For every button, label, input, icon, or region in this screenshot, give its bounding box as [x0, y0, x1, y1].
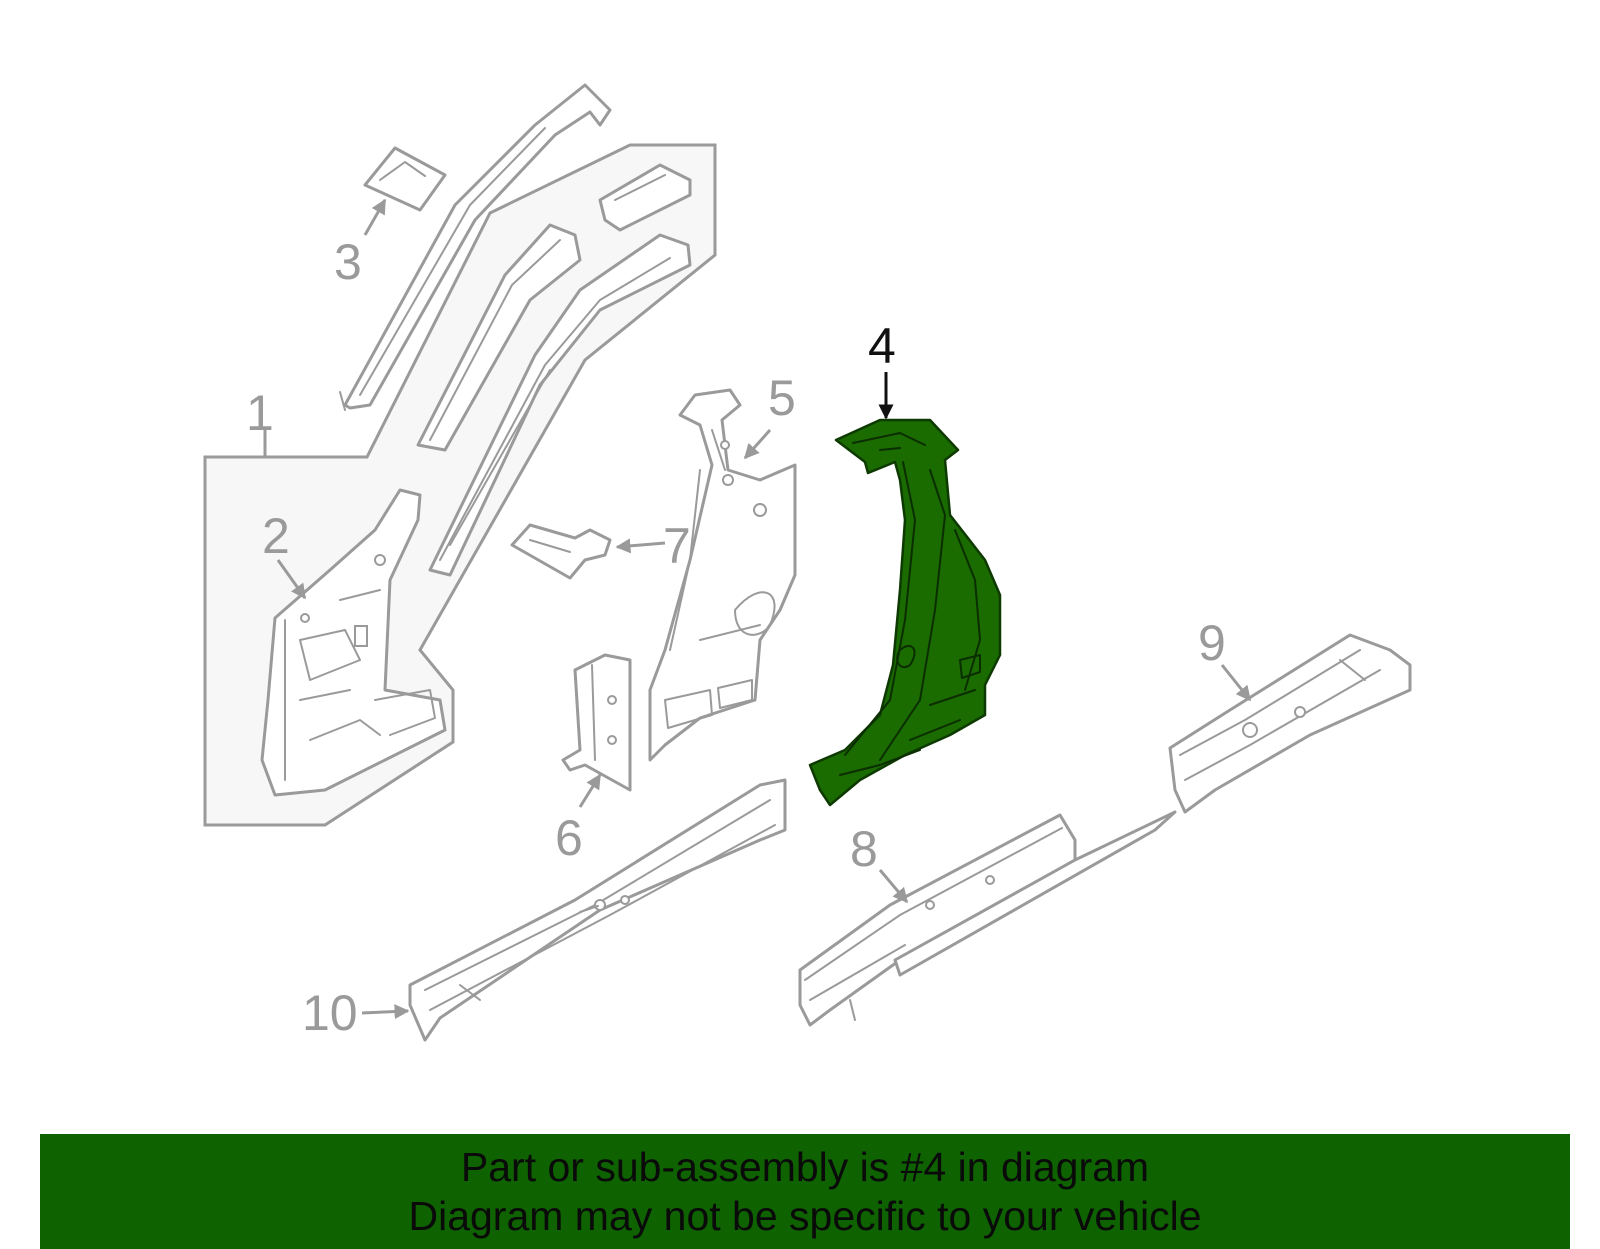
- part-9-side-member[interactable]: [1168, 633, 1412, 814]
- part-2-hinge-pillar-panel[interactable]: [260, 488, 447, 797]
- banner-line-disclaimer: Diagram may not be specific to your vehi…: [408, 1193, 1202, 1239]
- part-3-pillar-rail[interactable]: [339, 83, 612, 411]
- callout-8[interactable]: 8: [850, 821, 878, 877]
- callout-9[interactable]: 9: [1198, 615, 1226, 671]
- arrow-2: [276, 559, 307, 600]
- part-7-bracket[interactable]: [510, 523, 612, 580]
- arrow-9: [1220, 664, 1252, 702]
- part-1-inner-reinforcement[interactable]: [416, 163, 692, 577]
- arrow-6: [578, 773, 602, 808]
- part-6-pillar-reinforcement[interactable]: [561, 653, 632, 792]
- callout-7[interactable]: 7: [663, 518, 691, 574]
- part-10-rocker-panel[interactable]: [408, 778, 787, 1042]
- callout-10[interactable]: 10: [302, 985, 358, 1041]
- callout-4[interactable]: 4: [868, 318, 896, 374]
- arrow-8: [878, 869, 909, 904]
- banner-line-part: Part or sub-assembly is #4 in diagram: [460, 1144, 1150, 1190]
- arrow-10: [361, 1004, 410, 1020]
- arrow-3: [363, 198, 387, 236]
- part-5-center-pillar-inner[interactable]: [648, 388, 797, 762]
- part-4-center-pillar-highlighted[interactable]: [808, 418, 1002, 807]
- info-banner: Part or sub-assembly is #4 in diagram Di…: [40, 1134, 1570, 1249]
- callout-2[interactable]: 2: [262, 508, 290, 564]
- part-8-rocker-reinforcement[interactable]: [798, 810, 1177, 1027]
- callout-6[interactable]: 6: [555, 810, 583, 866]
- arrow-7: [615, 538, 666, 554]
- arrow-5: [743, 429, 772, 460]
- callout-1[interactable]: 1: [246, 385, 274, 441]
- callout-5[interactable]: 5: [768, 370, 796, 426]
- callout-3[interactable]: 3: [334, 234, 362, 290]
